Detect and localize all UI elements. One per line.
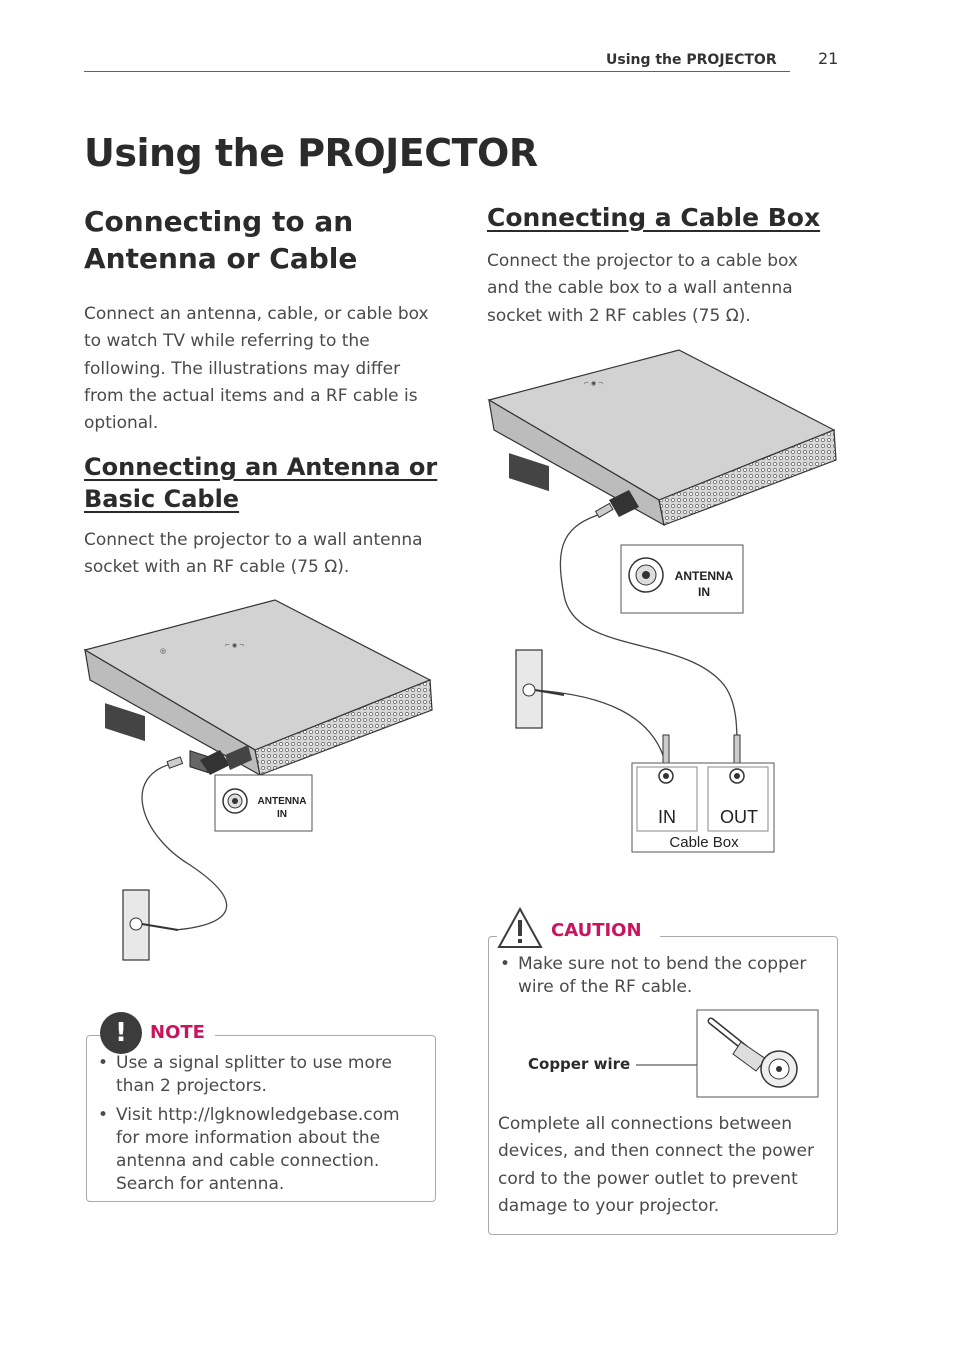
cable-box-out-label: OUT xyxy=(720,807,758,827)
caution-header: CAUTION xyxy=(497,905,660,950)
caution-item: Make sure not to bend the copper wire of… xyxy=(498,953,828,999)
svg-text:◎: ◎ xyxy=(160,647,166,655)
note-label: NOTE xyxy=(150,1022,205,1043)
rf-cables xyxy=(533,502,741,774)
note-item: Use a signal splitter to use more than 2… xyxy=(96,1052,416,1098)
cable-box-intro: Connect the projector to a cable box and… xyxy=(487,251,798,326)
caution-list: Make sure not to bend the copper wire of… xyxy=(498,953,828,1005)
exclamation-icon: ! xyxy=(100,1011,142,1054)
caution-closing-text: Complete all connections between devices… xyxy=(498,1114,814,1216)
caution-label: CAUTION xyxy=(551,920,642,941)
note-header: ! NOTE xyxy=(100,1010,215,1055)
rf-cable xyxy=(141,756,228,931)
wall-socket xyxy=(122,889,179,961)
antenna-in-callout: ANTENNA IN xyxy=(214,774,313,832)
subsection-intro: Connect the projector to a wall antenna … xyxy=(84,530,423,578)
subsection-heading-antenna: Connecting an Antenna or Basic Cable xyxy=(84,453,438,513)
note-item: Visit http://lgknowledgebase.com for mor… xyxy=(96,1104,416,1196)
antenna-label-line1: ANTENNA xyxy=(675,569,734,583)
header-rule xyxy=(84,71,790,72)
page-number: 21 xyxy=(818,49,839,68)
svg-text:⌐ ◉ ¬: ⌐ ◉ ¬ xyxy=(225,642,244,649)
copper-wire-illustration xyxy=(636,1009,819,1098)
caution-box xyxy=(488,936,838,1235)
antenna-label-line2: IN xyxy=(698,585,710,599)
cable-box: IN OUT Cable Box xyxy=(631,762,775,853)
warning-triangle-icon xyxy=(497,906,543,948)
antenna-label-line1: ANTENNA xyxy=(258,796,307,807)
section-intro: Connect an antenna, cable, or cable box … xyxy=(84,304,429,434)
svg-text:⌐ ◉ ¬: ⌐ ◉ ¬ xyxy=(584,380,603,387)
note-box xyxy=(86,1035,436,1202)
antenna-in-callout: ANTENNA IN xyxy=(620,544,744,614)
copper-wire-label: Copper wire xyxy=(528,1055,631,1073)
page-title: Using the PROJECTOR xyxy=(84,131,538,175)
antenna-connection-diagram: ⌐ ◉ ¬ ◎ ANTENNA IN xyxy=(83,599,433,961)
note-list: Use a signal splitter to use more than 2… xyxy=(96,1052,416,1202)
projector-illustration: ⌐ ◉ ¬ ◎ xyxy=(83,599,433,777)
section-heading-cable-box: Connecting a Cable Box xyxy=(487,203,821,232)
cable-box-in-label: IN xyxy=(658,807,676,827)
section-heading-antenna-cable: Connecting to an Antenna or Cable xyxy=(84,205,358,275)
cable-box-label: Cable Box xyxy=(669,834,739,851)
projector-illustration: ⌐ ◉ ¬ xyxy=(487,349,837,527)
wall-socket xyxy=(515,649,565,729)
antenna-label-line2: IN xyxy=(277,809,287,820)
running-head: Using the PROJECTOR xyxy=(606,52,777,68)
cable-box-connection-diagram: ⌐ ◉ ¬ ANTENNA IN IN OUT Cable Box xyxy=(487,349,837,853)
